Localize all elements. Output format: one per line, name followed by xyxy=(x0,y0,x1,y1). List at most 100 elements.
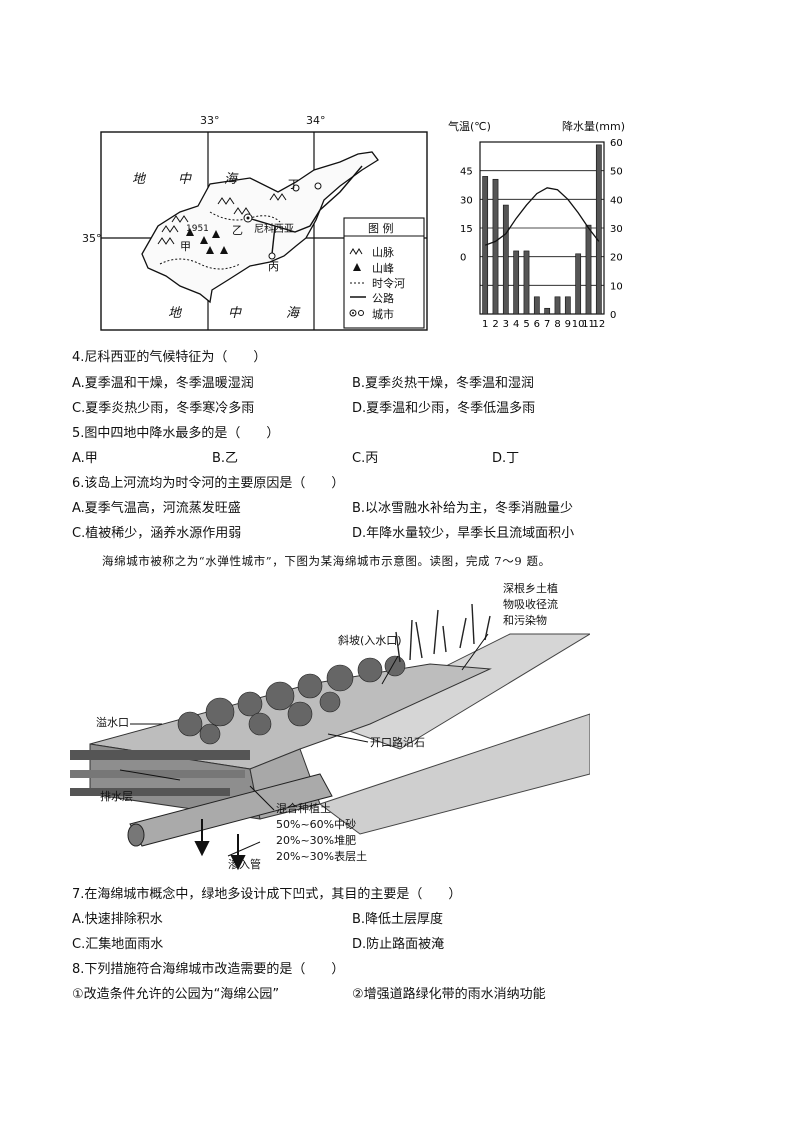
map-graphic xyxy=(100,131,428,331)
precip-bar xyxy=(564,296,571,315)
sea-label: 地 xyxy=(132,172,146,187)
temp-tick-label: 15 xyxy=(460,224,473,235)
question-4-option-a: A.夏季温和干燥，冬季温暖湿润 xyxy=(72,376,254,391)
lon-label-34: 34° xyxy=(306,114,326,127)
question-8-item-1: ①改造条件允许的公园为“海绵公园” xyxy=(72,987,280,1002)
question-4-option-b: B.夏季炎热干燥，冬季温和湿润 xyxy=(352,376,535,391)
plant-label-line1: 深根乡土植 xyxy=(503,582,558,595)
lon-label-33: 33° xyxy=(200,114,220,127)
legend-title: 图 例 xyxy=(368,222,394,235)
precip-bar xyxy=(544,307,551,315)
plant-label-line3: 和污染物 xyxy=(503,614,547,627)
precip-bar xyxy=(575,253,582,315)
precip-tick-label: 40 xyxy=(610,195,623,206)
sponge-city-figure: 深根乡土植 物吸收径流 和污染物 斜坡(入水口) 溢水口 开口路沿石 排水层 混… xyxy=(70,574,592,874)
month-tick-label: 3 xyxy=(503,319,509,330)
sea-label: 中 xyxy=(228,306,242,321)
question-5-option-c: C.丙 xyxy=(352,451,379,466)
temp-tick-label: 30 xyxy=(460,195,473,206)
precip-tick-label: 50 xyxy=(610,167,623,178)
soil-sand-label: 50%~60%中砂 xyxy=(276,818,357,831)
question-6-option-a: A.夏季气温高，河流蒸发旺盛 xyxy=(72,501,241,516)
question-5-stem: 5.图中四地中降水最多的是（ ） xyxy=(72,426,280,441)
precip-bar xyxy=(502,204,509,315)
precip-tick-label: 10 xyxy=(610,281,623,292)
question-6-option-c: C.植被稀少，涵养水源作用弱 xyxy=(72,526,242,541)
question-7-option-c: C.汇集地面雨水 xyxy=(72,937,164,952)
temperature-line xyxy=(484,187,600,246)
place-label-bing: 丙 xyxy=(268,260,279,273)
precip-tick-label: 20 xyxy=(610,253,623,264)
question-5-option-b: B.乙 xyxy=(212,451,239,466)
peak-elevation-label: 1951 xyxy=(186,224,209,234)
month-tick-label: 12 xyxy=(592,319,605,330)
plant-label-line2: 物吸收径流 xyxy=(503,598,558,611)
temperature-axis-title: 气温(℃) xyxy=(448,120,491,133)
sea-label: 海 xyxy=(286,306,300,321)
precip-bar xyxy=(513,250,520,315)
temp-tick-label: 0 xyxy=(460,253,466,264)
question-7-option-b: B.降低土层厚度 xyxy=(352,912,444,927)
question-4-stem: 4.尼科西亚的气候特征为（ ） xyxy=(72,350,267,365)
precipitation-axis-title: 降水量(mm) xyxy=(562,120,626,133)
question-7-option-d: D.防止路面被淹 xyxy=(352,937,445,952)
month-tick-label: 11 xyxy=(582,319,595,330)
precip-tick-label: 60 xyxy=(610,138,623,149)
sponge-city-intro: 海绵城市被称之为“水弹性城市”，下图为某海绵城市示意图。读图，完成 7～9 题。 xyxy=(102,554,551,568)
month-tick-label: 7 xyxy=(544,319,550,330)
legend-item: 山脉 xyxy=(372,246,394,259)
lat-label-35: 35° xyxy=(82,232,102,245)
precip-tick-label: 0 xyxy=(610,310,616,321)
city-label-nicosia: 尼科西亚 xyxy=(254,224,294,235)
curb-label: 开口路沿石 xyxy=(370,736,425,749)
legend-item: 城市 xyxy=(372,308,394,321)
slope-inlet-label: 斜坡(入水口) xyxy=(338,634,402,647)
temp-tick-label: 45 xyxy=(460,167,473,178)
month-tick-label: 8 xyxy=(554,319,560,330)
question-4-option-d: D.夏季温和少雨，冬季低温多雨 xyxy=(352,401,536,416)
month-tick-label: 2 xyxy=(492,319,498,330)
month-tick-label: 4 xyxy=(513,319,519,330)
soil-title-label: 混合种植土 xyxy=(276,802,331,815)
cyprus-map: 33° 34° 35° 地 中 海 地 中 海 尼科西亚 甲 乙 丙 丁 195… xyxy=(82,114,430,332)
month-tick-label: 1 xyxy=(482,319,488,330)
sea-label: 海 xyxy=(224,172,238,187)
question-6-stem: 6.该岛上河流均为时令河的主要原因是（ ） xyxy=(72,476,345,491)
precip-bar xyxy=(482,176,489,315)
drain-layer-label: 排水层 xyxy=(100,790,133,803)
question-5-option-a: A.甲 xyxy=(72,451,98,466)
question-7-stem: 7.在海绵城市概念中，绿地多设计成下凹式，其目的主要是（ ） xyxy=(72,887,462,902)
infiltration-pipe-label: 渗入管 xyxy=(228,858,261,871)
sponge-city-graphic xyxy=(70,603,592,871)
precip-bar xyxy=(523,250,530,315)
precip-bar xyxy=(554,296,561,315)
legend-item: 时令河 xyxy=(372,277,405,290)
month-tick-label: 6 xyxy=(534,319,540,330)
sea-label: 地 xyxy=(168,306,182,321)
place-label-ding: 丁 xyxy=(288,178,299,191)
legend-item: 公路 xyxy=(372,292,394,305)
question-5-option-d: D.丁 xyxy=(492,451,520,466)
month-tick-label: 5 xyxy=(523,319,529,330)
question-6-option-b: B.以冰雪融水补给为主，冬季消融量少 xyxy=(352,501,574,516)
precip-tick-label: 30 xyxy=(610,224,623,235)
question-6-option-d: D.年降水量较少，旱季长且流域面积小 xyxy=(352,526,575,541)
legend-item: 山峰 xyxy=(372,262,394,275)
soil-topsoil-label: 20%~30%表层土 xyxy=(276,850,368,863)
month-tick-label: 9 xyxy=(565,319,571,330)
question-8-item-2: ②增强道路绿化带的雨水消纳功能 xyxy=(352,987,546,1002)
precip-bar xyxy=(595,144,602,315)
precip-bar xyxy=(585,224,592,315)
month-tick-label: 10 xyxy=(572,319,585,330)
place-label-jia: 甲 xyxy=(180,240,191,253)
sea-label: 中 xyxy=(178,172,192,187)
soil-compost-label: 20%~30%堆肥 xyxy=(276,834,357,847)
question-8-stem: 8.下列措施符合海绵城市改造需要的是（ ） xyxy=(72,962,345,977)
overflow-label: 溢水口 xyxy=(96,716,129,729)
precip-bar xyxy=(492,178,499,315)
precip-bar xyxy=(533,296,540,315)
question-7-option-a: A.快速排除积水 xyxy=(72,912,163,927)
question-4-option-c: C.夏季炎热少雨，冬季寒冷多雨 xyxy=(72,401,255,416)
